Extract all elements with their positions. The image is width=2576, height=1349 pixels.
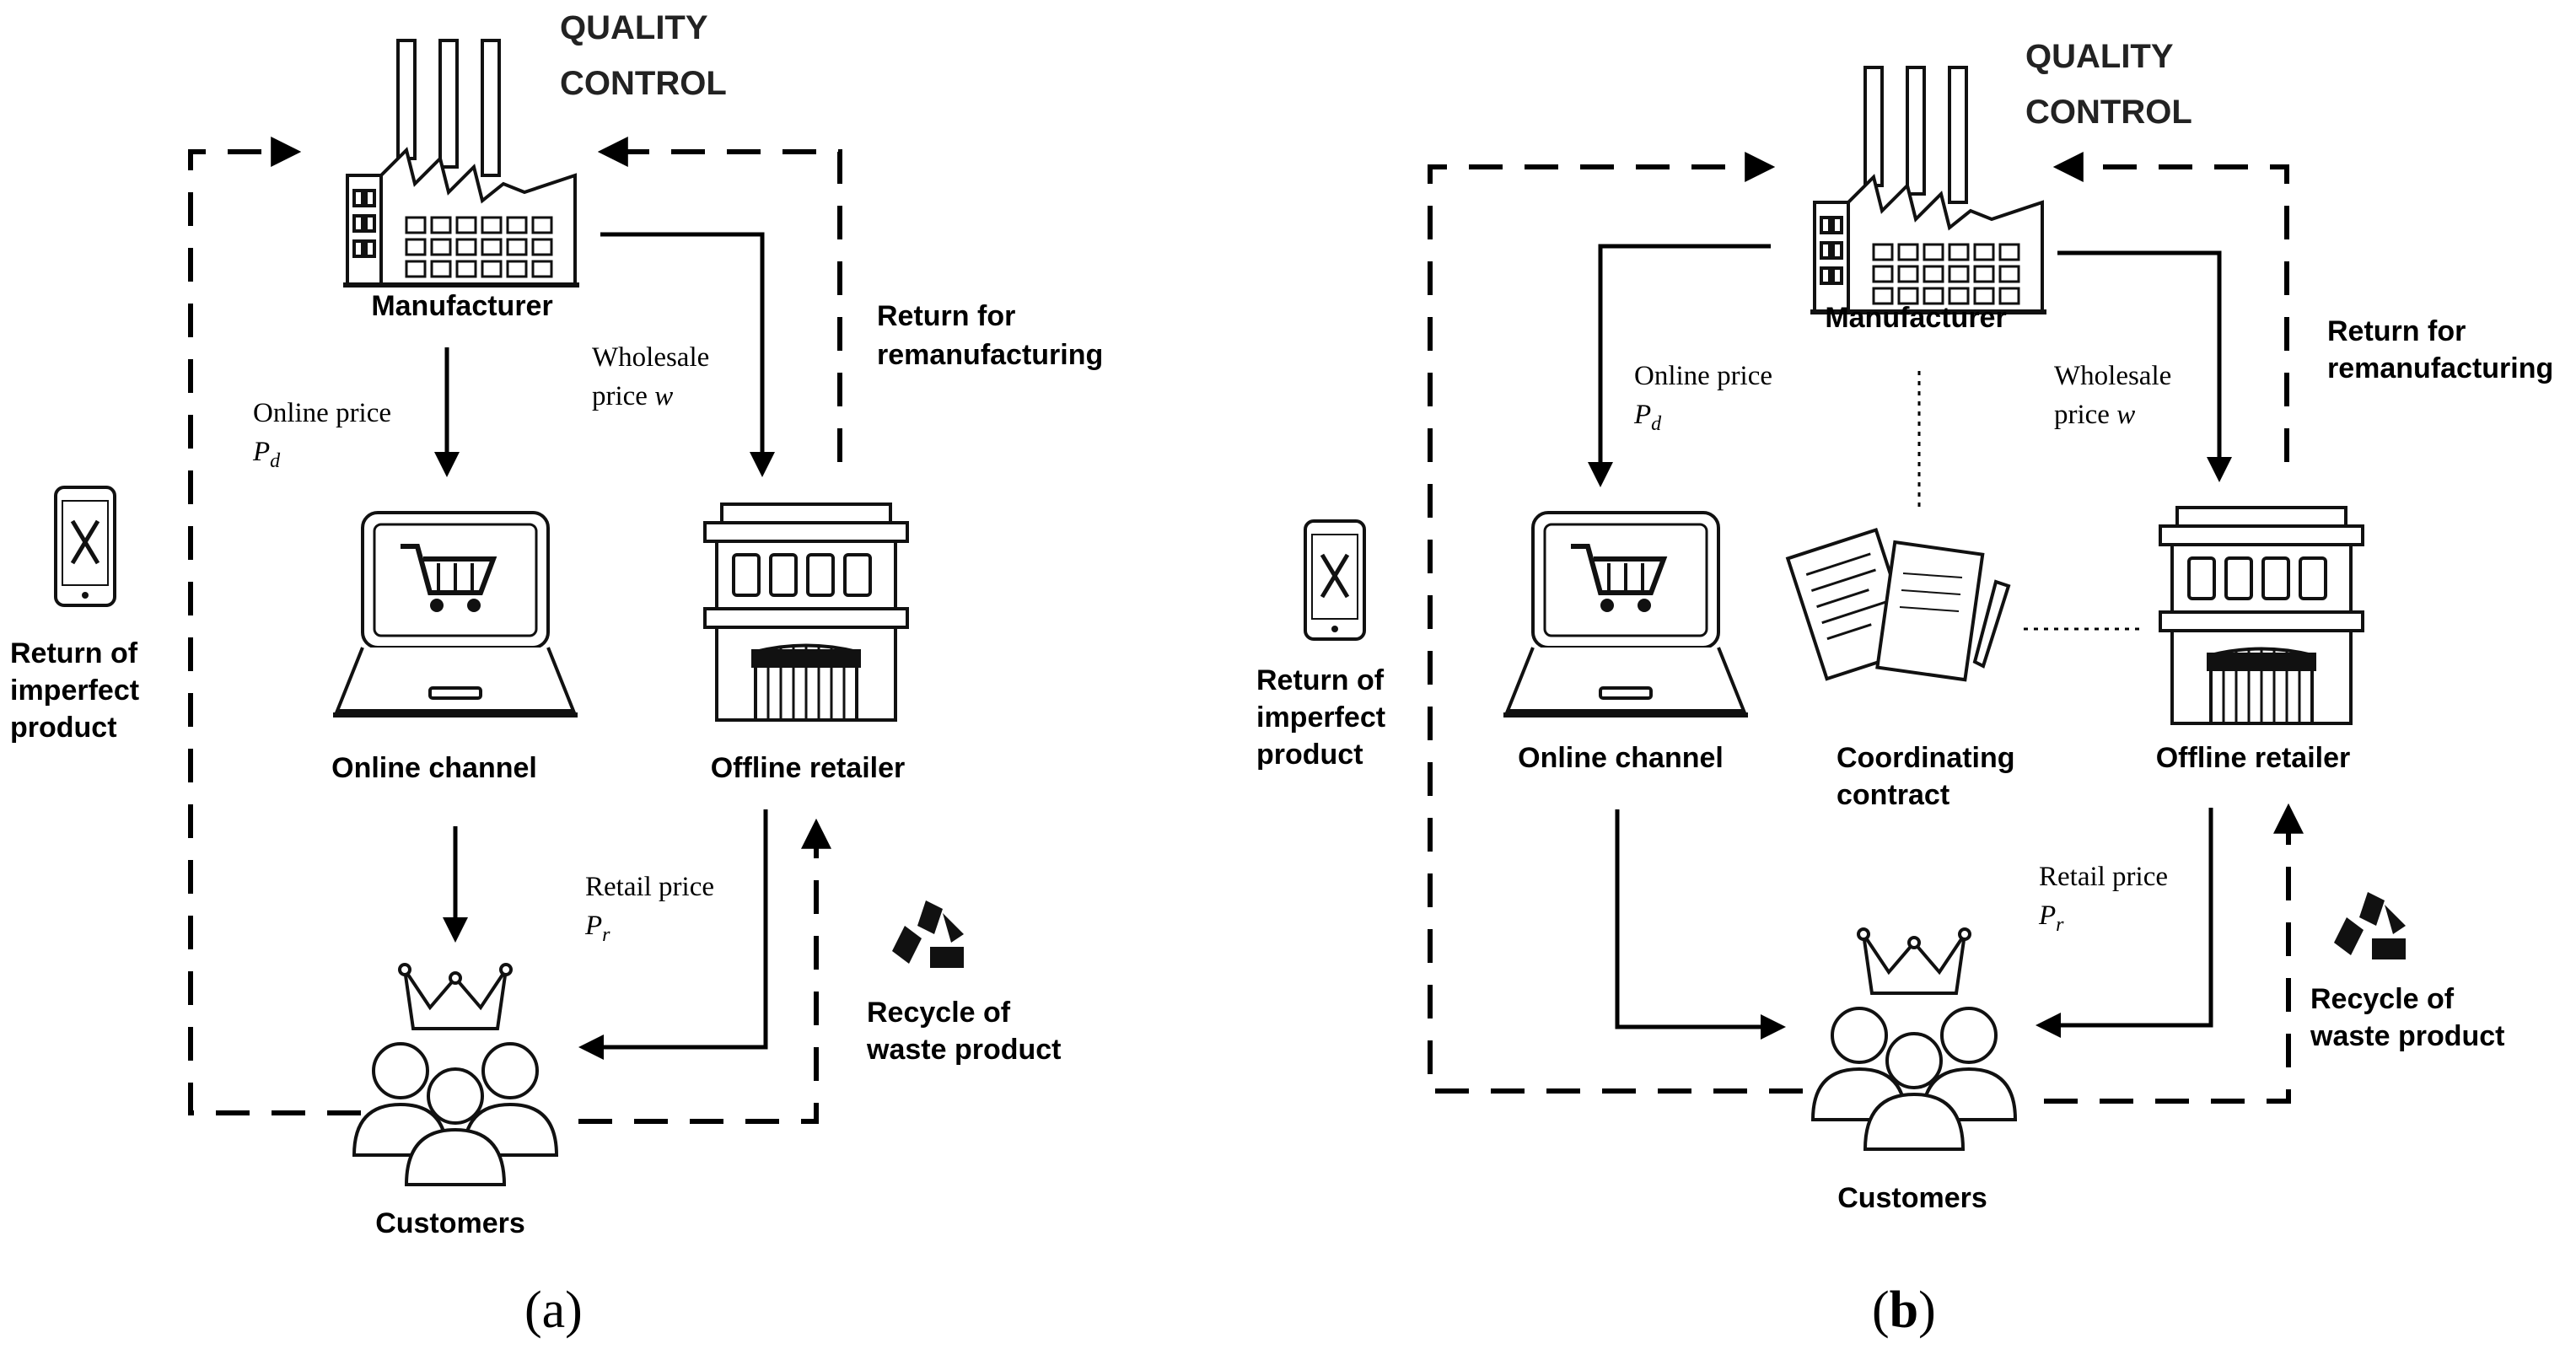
return-remanufacturing-a-2: remanufacturing <box>877 339 1103 371</box>
return-imperfect-a-3: product <box>10 712 117 744</box>
manufacturer-label-b: Manufacturer <box>1825 302 2006 334</box>
return-imperfect-a-1: Return of <box>10 637 138 669</box>
return-imperfect-a-2: imperfect <box>10 674 139 707</box>
store-icon <box>2159 506 2364 725</box>
quality-control-label-a-1: QUALITY <box>560 9 708 46</box>
panel-b: QUALITY CONTROL Manufacturer Online chan… <box>1256 38 2553 1339</box>
online-price-symbol-a: Pd <box>252 437 281 472</box>
dashed-remanufacturing-a <box>597 137 842 462</box>
wholesale-price-label-b: Wholesale <box>2054 361 2171 391</box>
phone-repair-icon <box>1305 521 1364 639</box>
retail-price-symbol-a: Pr <box>584 911 610 946</box>
arrow-online-customers-b <box>1615 809 1786 1040</box>
recycle-label-a-2: waste product <box>866 1034 1061 1066</box>
phone-repair-icon <box>56 487 115 605</box>
customers-label-b: Customers <box>1837 1182 1987 1214</box>
arrow-manufacturer-retailer-b <box>2057 250 2232 482</box>
factory-icon <box>343 40 579 285</box>
recycle-icon <box>2334 892 2406 959</box>
manufacturer-label-a: Manufacturer <box>371 290 552 322</box>
return-imperfect-b-2: imperfect <box>1256 701 1385 734</box>
panel-a: QUALITY CONTROL Manufacturer Online chan… <box>10 9 1103 1339</box>
arrow-retailer-customers-a <box>578 809 768 1060</box>
online-channel-label-a: Online channel <box>331 752 537 784</box>
store-icon <box>703 503 909 722</box>
quality-control-label-b-1: QUALITY <box>2025 38 2174 75</box>
arrow-retailer-customers-b <box>2036 808 2213 1038</box>
dashed-remanufacturing-b <box>2052 152 2289 462</box>
return-imperfect-b-1: Return of <box>1256 664 1385 696</box>
retail-price-label-a: Retail price <box>585 872 714 902</box>
recycle-label-b-2: waste product <box>2310 1020 2504 1052</box>
wholesale-price-label-a: Wholesale <box>592 342 709 373</box>
return-remanufacturing-b-1: Return for <box>2327 315 2466 347</box>
coordinating-contract-b-2: contract <box>1837 779 1949 811</box>
return-remanufacturing-a-1: Return for <box>877 300 1015 332</box>
recycle-label-b-1: Recycle of <box>2310 983 2455 1015</box>
return-remanufacturing-b-2: remanufacturing <box>2327 352 2553 384</box>
offline-retailer-label-a: Offline retailer <box>711 752 906 784</box>
offline-retailer-label-b: Offline retailer <box>2156 742 2351 774</box>
customers-crown-icon <box>352 963 558 1186</box>
quality-control-label-a-2: CONTROL <box>560 65 727 102</box>
panel-label-a: (a) <box>524 1282 583 1339</box>
wholesale-price-label-b-2: price w <box>2054 400 2135 430</box>
customers-crown-icon <box>1811 927 2017 1151</box>
online-price-label-b: Online price <box>1634 361 1772 391</box>
online-price-symbol-b: Pd <box>1633 400 1662 435</box>
dashed-return-imperfect-b <box>1428 152 1803 1094</box>
arrow-manufacturer-retailer-a <box>600 232 775 477</box>
panel-label-b: (b) <box>1872 1282 1936 1339</box>
customers-label-a: Customers <box>375 1207 525 1239</box>
dashed-recycle-a <box>578 818 831 1124</box>
arrow-manufacturer-online-b <box>1588 244 1771 487</box>
contract-icon <box>1786 528 2010 682</box>
quality-control-label-b-2: CONTROL <box>2025 94 2192 131</box>
online-price-label-a: Online price <box>253 398 391 428</box>
retail-price-symbol-b: Pr <box>2038 900 2064 936</box>
factory-icon <box>1810 67 2046 312</box>
dashed-return-imperfect-a <box>188 137 361 1115</box>
recycle-label-a-1: Recycle of <box>867 997 1011 1029</box>
recycle-icon <box>892 900 964 968</box>
coordinating-contract-b-1: Coordinating <box>1837 742 2015 774</box>
retail-price-label-b: Retail price <box>2039 862 2168 892</box>
dashed-recycle-b <box>2044 803 2304 1104</box>
return-imperfect-b-3: product <box>1256 739 1363 771</box>
wholesale-price-label-a-2: price w <box>592 381 673 411</box>
online-channel-label-b: Online channel <box>1518 742 1724 774</box>
laptop-cart-icon <box>1503 513 1748 715</box>
laptop-cart-icon <box>333 513 578 715</box>
